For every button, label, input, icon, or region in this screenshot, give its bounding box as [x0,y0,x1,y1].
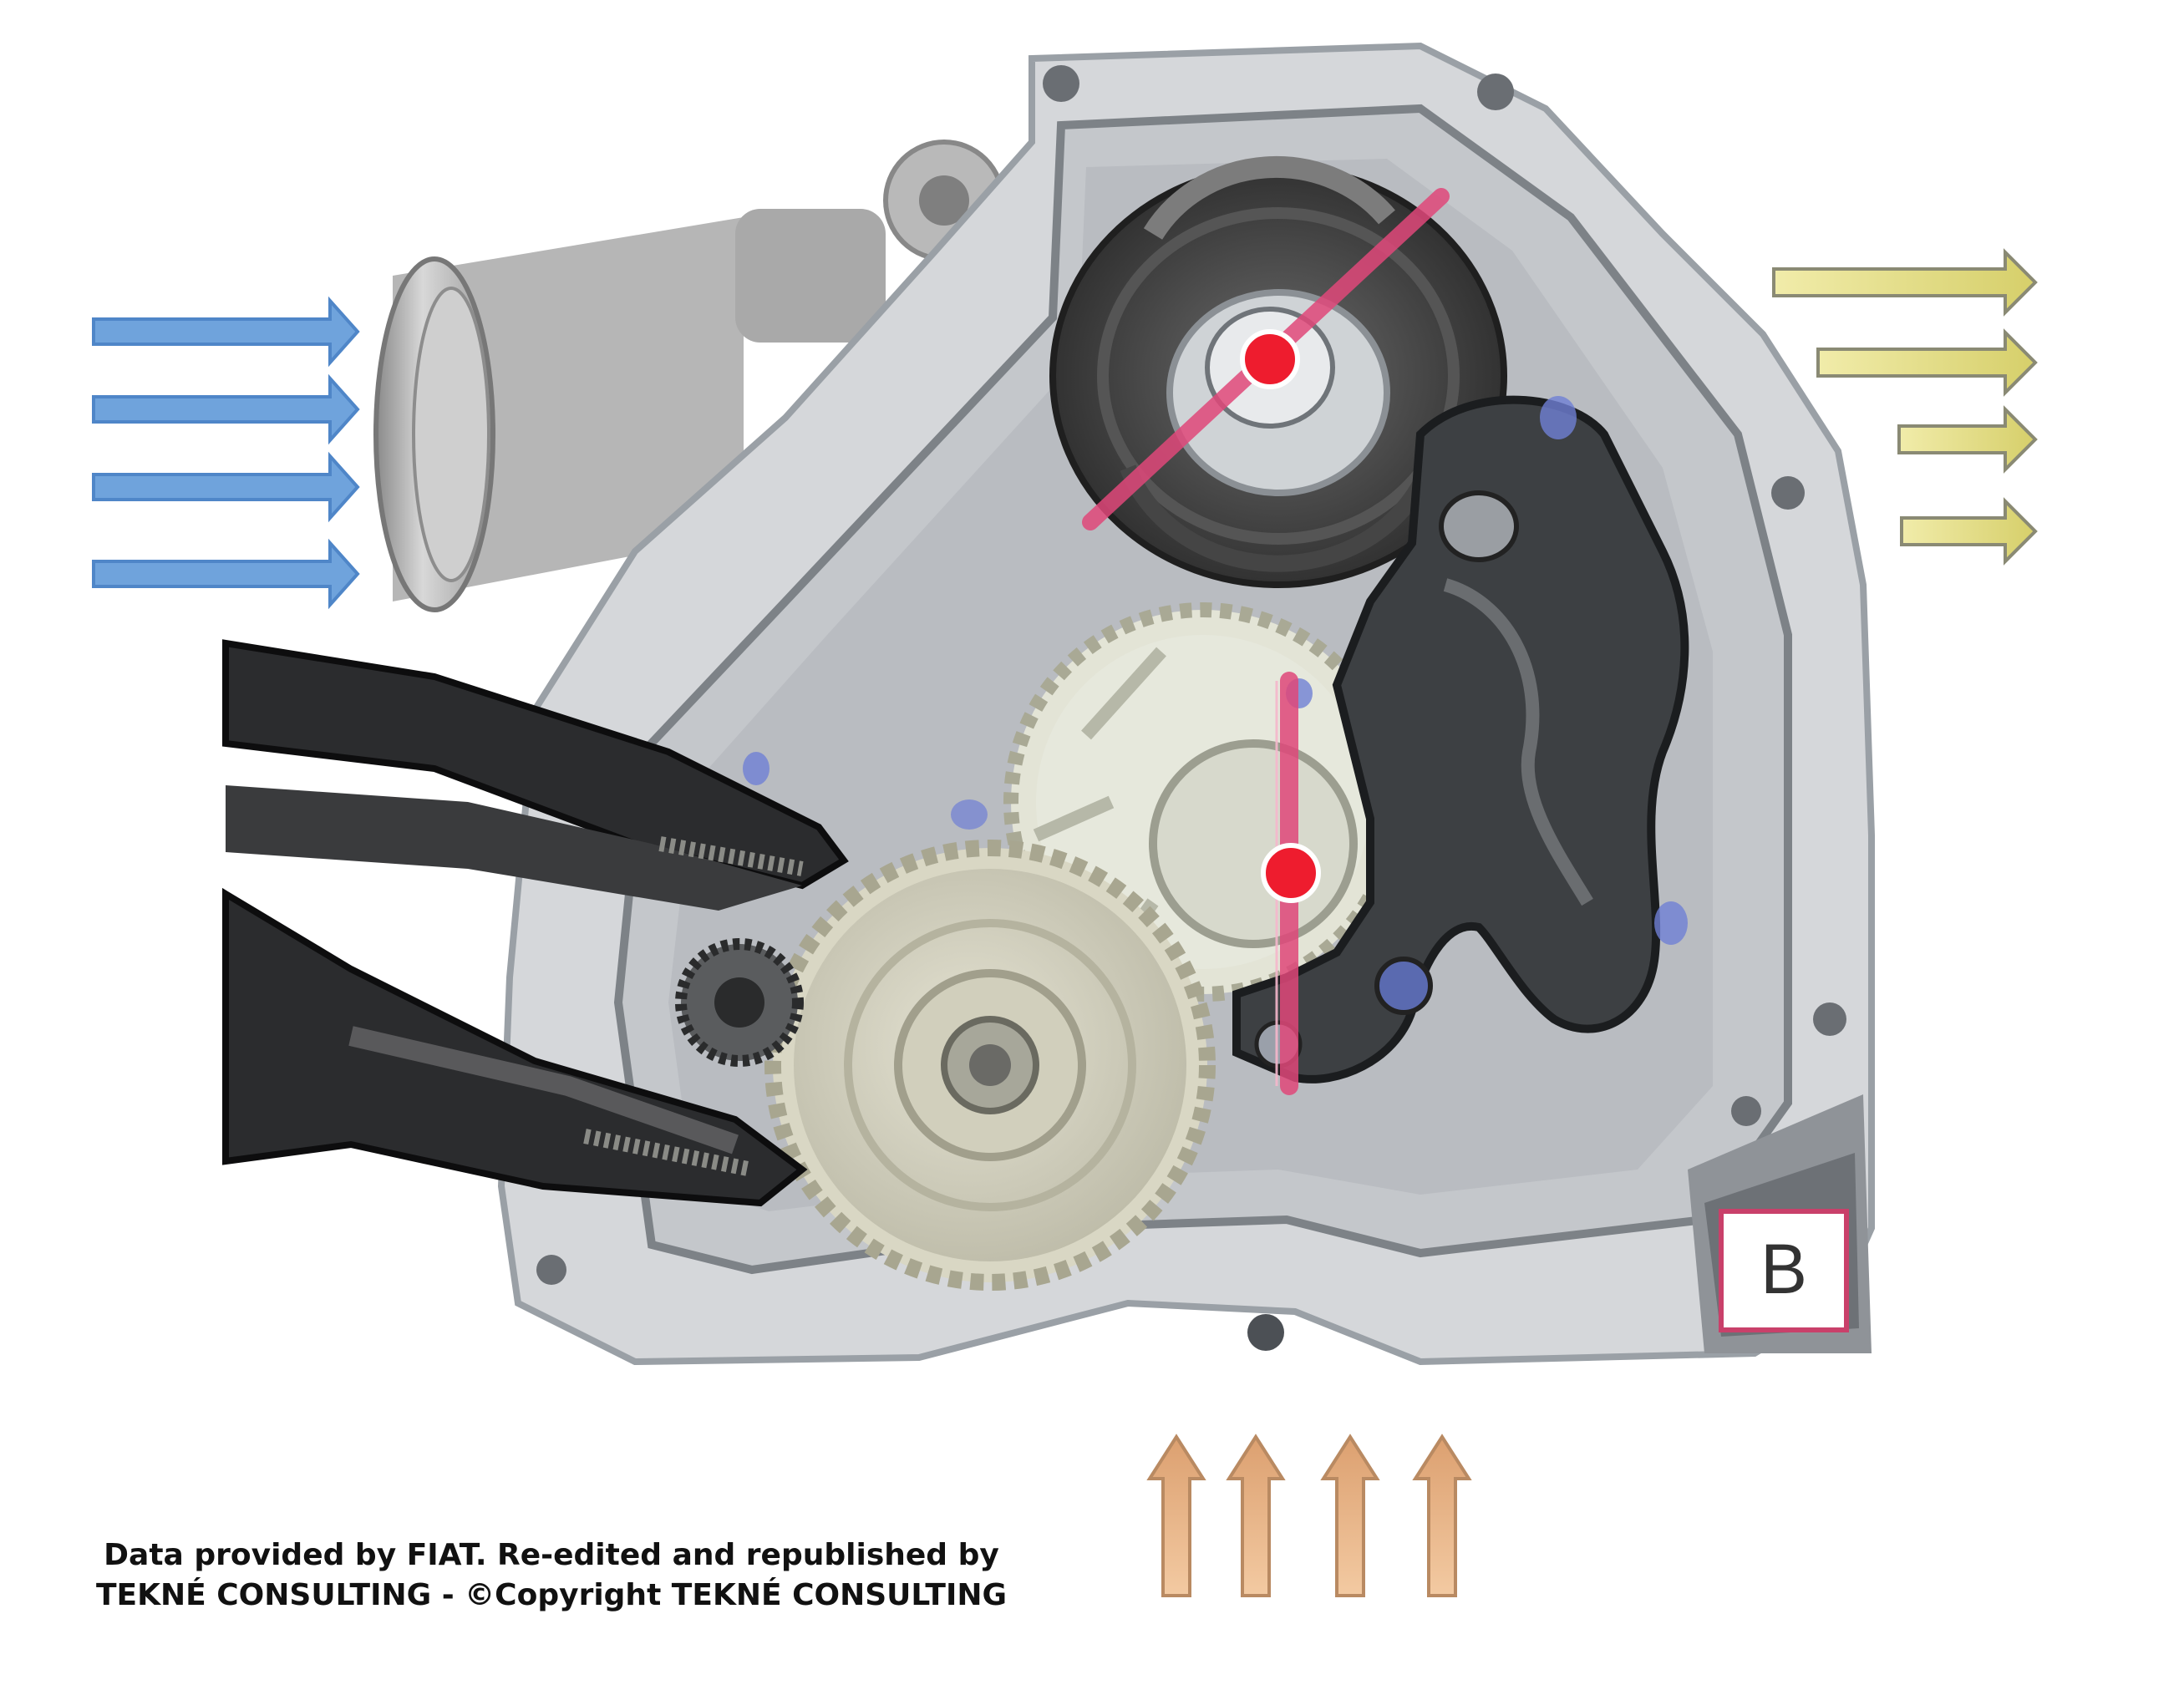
outlet-airflow-arrows [1772,248,2038,566]
drive-gear [764,840,1216,1291]
motor-pinion [675,938,804,1067]
credit-line-1: Data provided by FIAT. Re-edited and rep… [104,1538,999,1572]
inlet-bore [373,140,1005,612]
credit-line-2: TEKNÉ CONSULTING - ©Copyright TEKNÉ CONS… [95,1578,1008,1612]
label-b-text: B [1760,1230,1807,1308]
copyright-credit: Data provided by FIAT. Re-edited and rep… [50,1535,1053,1616]
bottom-airflow-arrows [1146,1434,1472,1597]
alignment-marker-upper [1082,188,1450,530]
alignment-marker-lower [1261,672,1321,1095]
pliers-tool [222,639,849,1207]
label-b-box: B [1719,1209,1849,1332]
sensor-lever-plate [1232,395,1689,1084]
blue-markings [743,396,1688,945]
inlet-airflow-arrows [92,296,360,610]
